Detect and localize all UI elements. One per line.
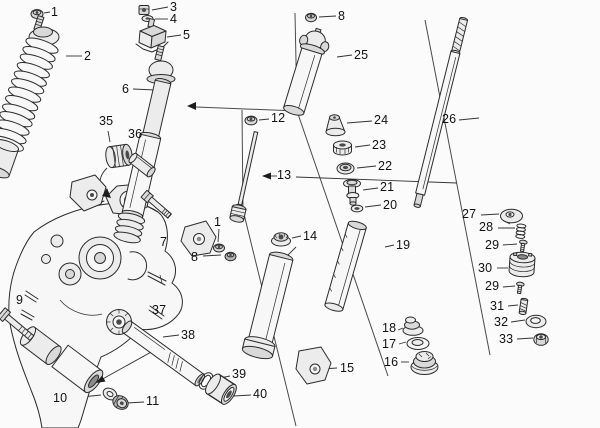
callout-label-13: 13	[277, 168, 292, 182]
part-26-tie-rod	[413, 16, 469, 208]
part-5-buffer-mount	[135, 18, 169, 53]
part-20-ring	[350, 204, 364, 213]
callout-label-29-lower: 29	[485, 279, 500, 293]
callout-label-17: 17	[382, 337, 397, 351]
part-17-washer	[406, 337, 430, 350]
part-10-washer	[102, 387, 118, 401]
callout-label-2: 2	[84, 49, 92, 63]
callout-label-16: 16	[384, 355, 399, 369]
part-33-nut	[533, 333, 549, 346]
callout-label-28: 28	[479, 220, 494, 234]
part-9-pivot-bolt	[0, 307, 35, 341]
callout-label-26: 26	[442, 112, 457, 126]
part-8-nut-top	[305, 12, 317, 23]
part-12-nut	[244, 115, 258, 126]
part-25-upper-cover-tube	[283, 27, 330, 116]
callout-label-20: 20	[383, 198, 398, 212]
part-36-spacer-sleeve	[128, 152, 156, 178]
part-7-bolt	[140, 189, 172, 219]
callout-label-1-top: 1	[51, 5, 59, 19]
part-19-inner-tube	[324, 220, 367, 312]
part-22-silentbloc-washer	[336, 162, 355, 175]
callout-label-19: 19	[396, 238, 411, 252]
callout-label-37: 37	[152, 303, 167, 317]
callout-label-10: 10	[53, 391, 68, 405]
part-8-nut-mid	[224, 251, 237, 262]
part-40-hub-bushing	[205, 373, 237, 405]
callout-label-14: 14	[303, 229, 318, 243]
part-24-cone-buffer	[325, 114, 346, 137]
callout-label-3: 3	[170, 0, 178, 14]
callout-label-4: 4	[170, 12, 178, 26]
callout-label-25: 25	[354, 48, 369, 62]
callout-label-1-mid: 1	[214, 215, 222, 229]
callout-label-8-mid: 8	[191, 250, 199, 264]
callout-label-24: 24	[374, 113, 389, 127]
callout-label-11: 11	[146, 394, 160, 408]
part-6-shock-absorber	[113, 45, 217, 257]
part-18-seal-cap	[402, 316, 424, 336]
callout-label-7: 7	[160, 235, 168, 249]
callout-label-39: 39	[232, 367, 247, 381]
part-31-stud	[518, 297, 529, 316]
callout-label-27: 27	[462, 207, 477, 221]
part-11-nut	[112, 395, 129, 410]
callout-label-33: 33	[499, 332, 514, 346]
callout-label-30: 30	[478, 261, 493, 275]
part-14-seal-nut	[271, 232, 291, 247]
part-2-spring-assembly	[0, 15, 107, 212]
part-13-damper-rod	[229, 131, 259, 223]
part-32-washer	[525, 314, 547, 329]
callout-label-40: 40	[253, 387, 268, 401]
callout-label-38: 38	[181, 328, 196, 342]
callout-label-9: 9	[16, 293, 24, 307]
part-30-adjuster	[508, 251, 536, 278]
callout-label-36: 36	[128, 127, 143, 141]
part-29-screw-lower	[516, 281, 525, 295]
callout-label-35: 35	[99, 114, 114, 128]
part-27-spring-plate	[500, 208, 523, 225]
callout-label-22: 22	[378, 159, 393, 173]
part-28-spring	[515, 223, 527, 239]
callout-label-21: 21	[380, 180, 395, 194]
part-35-silentbloc	[105, 143, 133, 169]
part-1-nut-mid	[213, 243, 225, 253]
part-16-guide-cap	[410, 351, 439, 375]
part-23-bushing	[333, 140, 352, 156]
callout-label-15: 15	[340, 361, 355, 375]
callout-label-18: 18	[382, 321, 397, 335]
callout-label-31: 31	[490, 299, 505, 313]
part-15-fork-outer-tube	[241, 251, 332, 385]
part-29-screw-upper	[519, 239, 528, 253]
part-3-nut	[138, 5, 150, 15]
callout-label-29-upper: 29	[485, 238, 500, 252]
callout-label-6: 6	[122, 82, 130, 96]
callout-label-32: 32	[494, 315, 509, 329]
callout-label-12: 12	[271, 111, 286, 125]
part-21-valve	[343, 179, 361, 206]
callout-label-8-top: 8	[338, 9, 346, 23]
callout-label-23: 23	[372, 138, 387, 152]
arrowheads	[96, 102, 295, 383]
callout-label-5: 5	[183, 28, 191, 42]
